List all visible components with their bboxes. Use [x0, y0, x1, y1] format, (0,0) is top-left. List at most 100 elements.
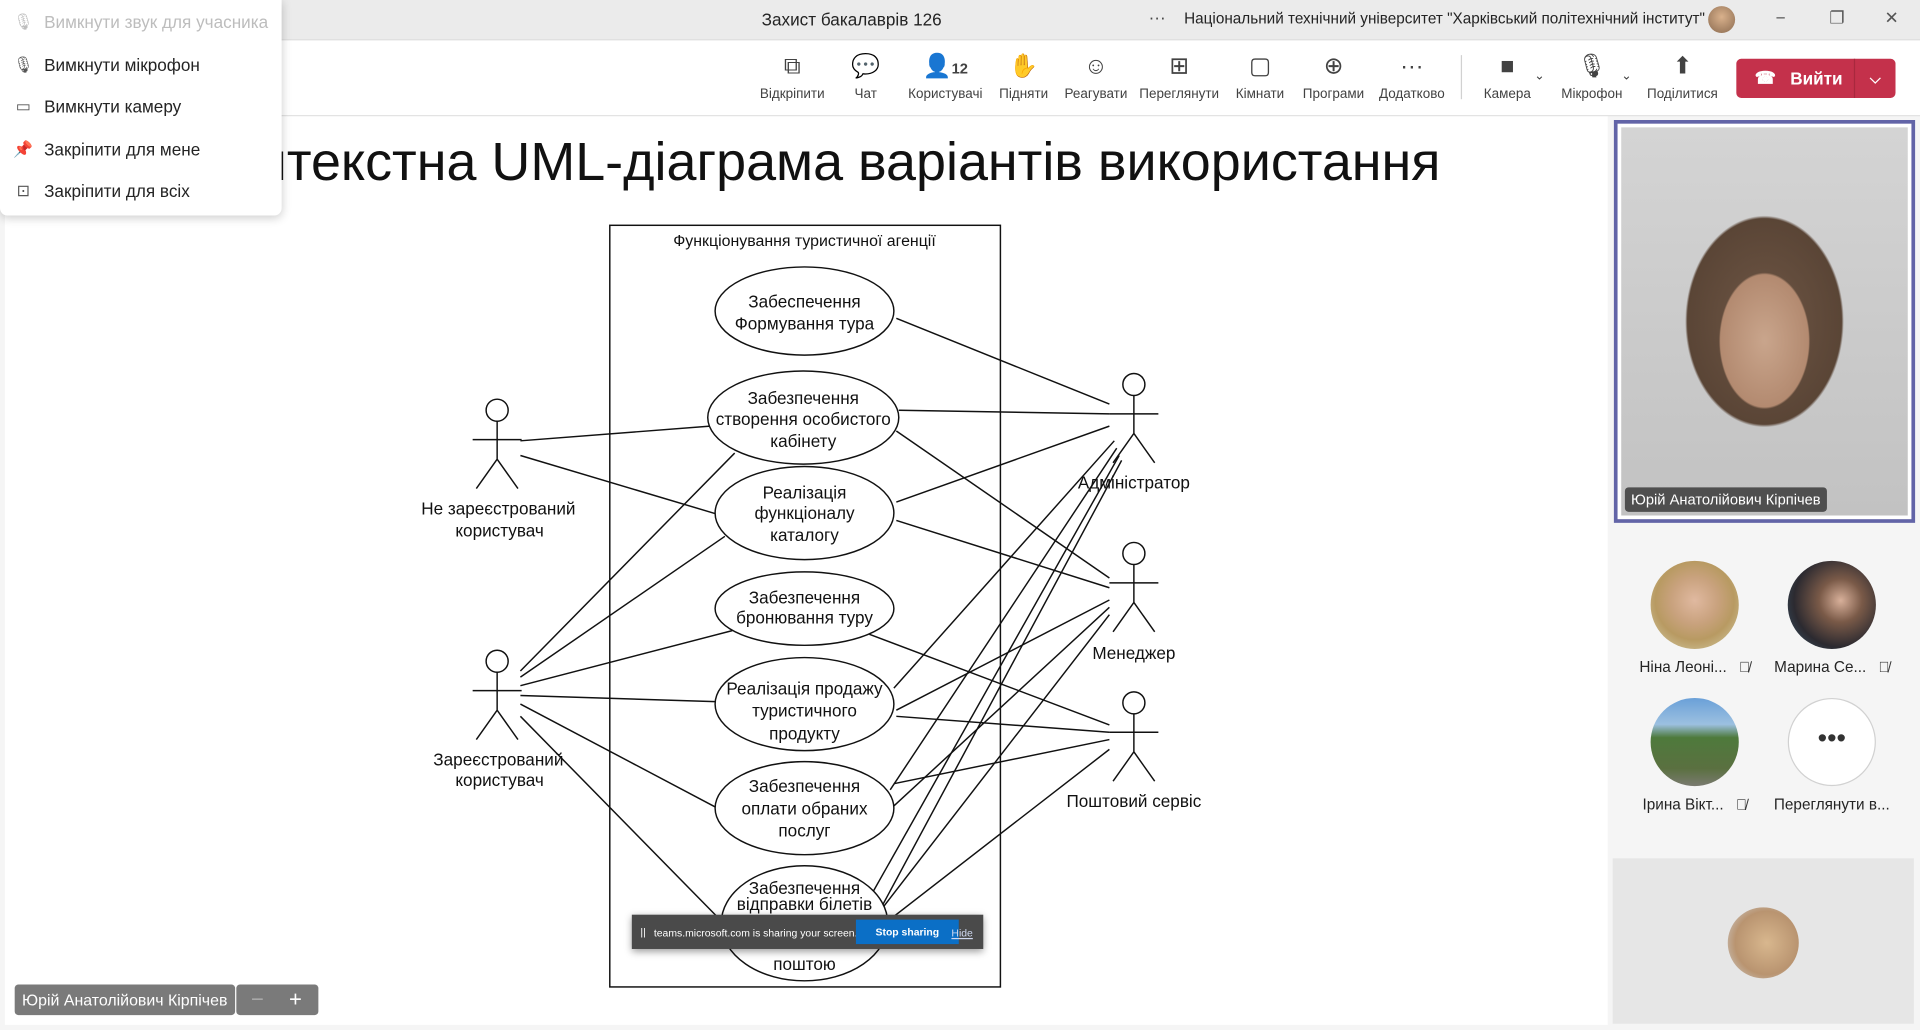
avatar[interactable]	[1708, 6, 1736, 34]
react-button[interactable]: ☺Реагувати	[1063, 53, 1129, 102]
video-feed	[1621, 127, 1908, 516]
participant-tile[interactable]: Ірина Вікт...🎙̸	[1627, 697, 1762, 813]
uc-text: бронювання туру	[736, 607, 873, 627]
camera-button[interactable]: ■Камера	[1477, 53, 1538, 102]
zoom-out-button[interactable]: −	[251, 986, 264, 1012]
raise-hand-button[interactable]: ✋Підняти	[997, 53, 1051, 102]
label: Переглянути	[1139, 86, 1220, 102]
participant-tile[interactable]: Марина Се...🎙̸	[1764, 560, 1899, 676]
menu-item-disable-camera[interactable]: ▭Вимкнути камеру	[12, 96, 182, 117]
use-case-booking	[714, 571, 895, 647]
self-avatar	[1727, 907, 1799, 979]
share-banner-text: teams.microsoft.com is sharing your scre…	[653, 926, 858, 940]
use-case-tour-formation	[714, 266, 895, 356]
meeting-title: Захист бакалаврів 126	[761, 9, 942, 30]
spotlight-icon: ⊡	[16, 181, 30, 200]
camera-options-chevron[interactable]: ⌄	[1534, 69, 1545, 84]
chat-button[interactable]: 💬Чат	[841, 53, 890, 102]
popout-button[interactable]: ⧉Відкріпити	[756, 53, 829, 102]
actors	[472, 372, 1159, 782]
uc-text: оплати обраних	[741, 798, 868, 818]
microphone-button[interactable]: 🎙 Мікрофон	[1558, 53, 1627, 102]
use-case-catalog	[714, 465, 895, 561]
menu-item-spotlight[interactable]: ⊡ Закріпити для всіх	[12, 181, 190, 201]
actor-label: Поштовий сервіс	[1066, 791, 1201, 811]
label: Поділитися	[1647, 86, 1718, 102]
label: Програми	[1302, 86, 1365, 102]
uc-text: Реалізація продажу	[726, 678, 883, 698]
label: Мікрофон	[1561, 86, 1623, 102]
grid-icon: ⊞	[1169, 53, 1189, 80]
uc-text: Реалізація	[763, 482, 847, 502]
actor-registered-user	[472, 649, 522, 741]
actor-label: користувач	[455, 770, 543, 790]
slide-title: нтекстна UML-діаграма варіантів використ…	[257, 132, 1441, 193]
avatar	[1787, 560, 1876, 649]
menu-item-mute-participant: 🎙Вимкнути звук для учасника	[12, 12, 268, 32]
mic-options-chevron[interactable]: ⌄	[1621, 69, 1632, 84]
participant-tile[interactable]: Ніна Леоні...🎙̸	[1627, 560, 1762, 676]
view-button[interactable]: ⊞ Переглянути	[1138, 53, 1221, 102]
use-case-personal-account	[707, 370, 900, 465]
share-button[interactable]: ⬆Поділитися	[1644, 53, 1720, 102]
organization-name[interactable]: Національний технічний університет "Харк…	[1184, 9, 1705, 27]
actor-label: Зареєстрований	[433, 749, 563, 769]
label: Закріпити для всіх	[44, 181, 190, 201]
view-all-label: Переглянути в...	[1773, 795, 1890, 814]
camera-block-icon: ▭	[15, 96, 31, 116]
system-boundary	[609, 224, 1002, 988]
stop-sharing-button[interactable]: Stop sharing	[855, 919, 959, 945]
zoom-in-button[interactable]: +	[288, 986, 302, 1012]
restore-button[interactable]: ❐	[1829, 7, 1845, 27]
screen-share-banner: || teams.microsoft.com is sharing your s…	[631, 914, 984, 949]
menu-item-pin-for-me[interactable]: 📌Закріпити для мене	[12, 140, 200, 160]
leave-button[interactable]: ☎ Вийти ⌵	[1736, 58, 1896, 98]
uc-text: функціоналу	[754, 503, 855, 523]
video-name-label: Юрій Анатолійович Кірпічев	[1624, 487, 1827, 512]
participant-name: Марина Се...	[1774, 658, 1867, 676]
self-video-tile[interactable]	[1612, 858, 1914, 1024]
rooms-button[interactable]: ▢Кімнати	[1232, 53, 1288, 102]
divider	[1460, 55, 1463, 100]
uc-text: каталогу	[770, 525, 839, 545]
minimize-button[interactable]: −	[1775, 7, 1786, 27]
pinned-video-tile[interactable]: Юрій Анатолійович Кірпічев	[1613, 120, 1916, 523]
apps-icon: ⊕	[1323, 53, 1344, 80]
presenter-name: Юрій Анатолійович Кірпічев	[14, 984, 235, 1016]
leave-options-chevron[interactable]: ⌵	[1853, 58, 1896, 98]
label: Підняти	[999, 86, 1049, 102]
close-button[interactable]: ✕	[1884, 7, 1899, 27]
label: Кімнати	[1235, 86, 1285, 102]
leave-label: Вийти	[1790, 68, 1843, 89]
use-case-sales	[714, 656, 895, 752]
label: Закріпити для мене	[44, 139, 201, 160]
mic-off-icon: 🎙	[13, 12, 34, 31]
more-button[interactable]: ···Додатково	[1375, 53, 1448, 102]
uc-text: Забезпечення	[749, 588, 860, 608]
people-count: 12	[951, 60, 968, 78]
zoom-controls: − +	[236, 984, 319, 1016]
title-bar: Захист бакалаврів 126 ··· Національний т…	[0, 0, 1920, 41]
uc-text: відправки білетів	[737, 894, 872, 914]
apps-button[interactable]: ⊕ Програми	[1299, 53, 1368, 102]
more-icon[interactable]: ···	[1148, 7, 1166, 27]
uc-text: продукту	[769, 724, 840, 744]
drag-handle-icon[interactable]: ||	[640, 925, 646, 938]
uc-text: Забезпечення	[749, 776, 860, 796]
hide-link[interactable]: Hide	[951, 926, 973, 940]
actor-label: Адміністратор	[1078, 473, 1190, 493]
actor-label: користувач	[455, 520, 543, 540]
view-all-participants-button[interactable]: ••• Переглянути в...	[1764, 697, 1899, 814]
mic-off-icon: 🎙	[1577, 53, 1607, 80]
menu-item-disable-mic[interactable]: 🎙Вимкнути мікрофон	[12, 55, 200, 75]
label: Камера	[1483, 86, 1531, 102]
associations	[519, 317, 1123, 932]
label: Користувачі	[908, 86, 983, 102]
uc-text: створення особистого	[716, 409, 891, 429]
actor-unregistered-user	[472, 398, 522, 489]
actor-administrator	[1109, 372, 1159, 464]
label: Відкріпити	[759, 86, 825, 102]
smiley-icon: ☺	[1084, 53, 1108, 80]
